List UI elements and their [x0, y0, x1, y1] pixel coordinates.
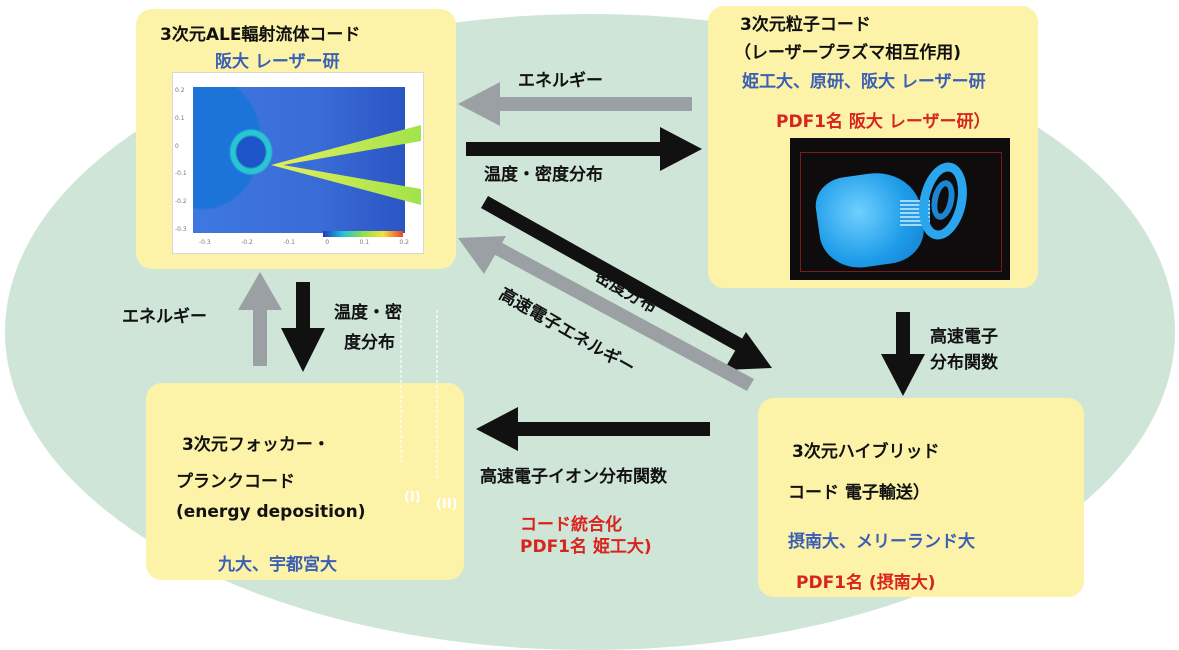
fokker-title-line2: プランクコード — [176, 472, 295, 492]
temperature-density-arrow-left — [281, 282, 325, 372]
fast-electron-ion-label: 高速電子イオン分布関数 — [480, 467, 667, 487]
fokker-planck-box — [146, 383, 464, 580]
fast-electron-ion-arrow — [476, 407, 710, 451]
colorbar — [323, 231, 403, 237]
hybrid-institutions: 摂南大、メリーランド大 — [788, 532, 975, 552]
x-tick: 0 — [325, 239, 330, 246]
particle-title-line2: （レーザープラズマ相互作用) — [734, 43, 962, 63]
temperature-density-label-left-1: 温度・密 — [334, 303, 402, 323]
temperature-density-label-top: 温度・密度分布 — [484, 165, 603, 185]
fokker-institutions: 九大、宇都宮大 — [218, 555, 337, 575]
marker-i: (I) — [404, 490, 421, 505]
x-tick: -0.2 — [241, 239, 253, 246]
density-arrow-diagonal — [481, 196, 772, 370]
y-tick: 0.1 — [175, 114, 185, 122]
particle-institutions: 姫工大、原研、阪大 レーザー研 — [742, 72, 986, 92]
x-tick: 0.2 — [399, 239, 409, 246]
x-tick: -0.1 — [283, 239, 295, 246]
particle-simulation-image — [790, 138, 1010, 280]
energy-label-top: エネルギー — [518, 71, 603, 91]
y-tick: -0.3 — [175, 225, 187, 233]
hybrid-code-box — [758, 398, 1084, 597]
temperature-density-label-left-2: 度分布 — [344, 333, 395, 353]
integration-line2: PDF1名 姫工大) — [520, 537, 652, 557]
energy-label-left: エネルギー — [122, 307, 207, 327]
energy-arrow-left — [238, 272, 282, 366]
x-tick: -0.3 — [199, 239, 211, 246]
y-axis-ticks: 0.2 0.1 0 -0.1 -0.2 -0.3 — [175, 87, 189, 233]
marker-ii: (II) — [436, 497, 458, 512]
y-tick: 0.2 — [175, 87, 185, 94]
density-plot — [193, 87, 421, 233]
y-tick: 0 — [175, 142, 179, 150]
y-tick: -0.2 — [175, 198, 187, 206]
y-tick: -0.1 — [175, 170, 187, 178]
fast-electron-distribution-label-2: 分布関数 — [930, 353, 998, 373]
fast-electron-distribution-arrow — [881, 312, 925, 396]
fokker-title-line3: (energy deposition) — [176, 502, 366, 522]
particle-pdf: PDF1名 阪大 レーザー研） — [776, 112, 991, 132]
hybrid-title-line1: 3次元ハイブリッド — [792, 442, 940, 462]
particle-title-line1: 3次元粒子コード — [740, 15, 871, 35]
fokker-title-line1: 3次元フォッカー・ — [182, 435, 330, 455]
ale-title: 3次元ALE輻射流体コード — [160, 25, 361, 45]
integration-line1: コード統合化 — [520, 515, 622, 535]
energy-arrow-top — [458, 82, 692, 126]
hybrid-title-line2: コード 電子輸送） — [788, 483, 930, 503]
ale-institution: 阪大 レーザー研 — [215, 52, 340, 72]
x-axis-ticks: -0.3 -0.2 -0.1 0 0.1 0.2 — [199, 239, 409, 246]
hybrid-pdf: PDF1名 (摂南大) — [796, 573, 936, 593]
bounding-frame — [800, 152, 1002, 272]
plasma-beam — [900, 200, 930, 226]
fast-electron-energy-arrow-diagonal — [458, 236, 754, 391]
temperature-density-arrow-top — [466, 127, 702, 171]
ale-simulation-image: 0.2 0.1 0 -0.1 -0.2 -0.3 -0.3 -0.2 -0.1 … — [172, 72, 424, 254]
fast-electron-distribution-label-1: 高速電子 — [930, 327, 998, 347]
x-tick: 0.1 — [359, 239, 370, 246]
